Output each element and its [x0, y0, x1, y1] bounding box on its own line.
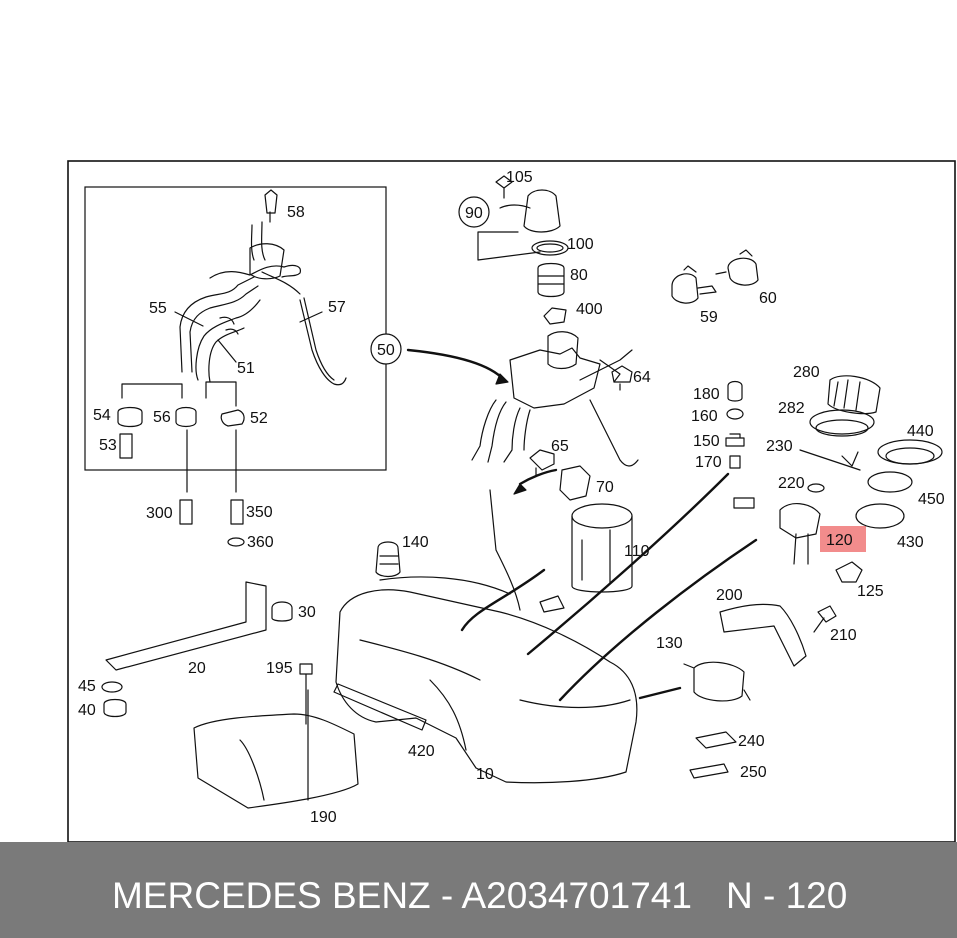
- label-420: 420: [408, 743, 435, 760]
- label-300: 300: [146, 505, 173, 522]
- label-440: 440: [907, 423, 934, 440]
- label-50: 50: [377, 342, 395, 359]
- label-250: 250: [740, 764, 767, 781]
- inset-box: [84, 186, 387, 471]
- label-170: 170: [695, 454, 722, 471]
- hose-clamps-59-60: [671, 249, 759, 304]
- washers-nuts: [725, 380, 745, 469]
- label-140: 140: [402, 534, 429, 551]
- footer-part-code: N - 120: [726, 875, 848, 916]
- label-200: 200: [716, 587, 743, 604]
- label-130: 130: [656, 635, 683, 652]
- label-195: 195: [266, 660, 293, 677]
- filler-neck-inset-drawing: [179, 189, 347, 386]
- callout-circle-90: [458, 196, 490, 228]
- label-51: 51: [237, 360, 255, 377]
- footer-bar: [0, 842, 957, 938]
- label-59: 59: [700, 309, 718, 326]
- label-240: 240: [738, 733, 765, 750]
- diagram-frame: [67, 160, 956, 842]
- label-360: 360: [247, 534, 274, 551]
- label-45: 45: [78, 678, 96, 695]
- label-125: 125: [857, 583, 884, 600]
- label-55: 55: [149, 300, 167, 317]
- label-80: 80: [570, 267, 588, 284]
- filler-neck-drawing: [471, 331, 639, 467]
- label-160: 160: [691, 408, 718, 425]
- fuel-level-sender-parts: [733, 375, 943, 583]
- label-56: 56: [153, 409, 171, 426]
- label-53: 53: [99, 437, 117, 454]
- label-430: 430: [897, 534, 924, 551]
- label-110: 110: [624, 543, 650, 560]
- label-350: 350: [246, 504, 273, 521]
- label-58: 58: [287, 204, 305, 221]
- fuel-tank-10: [335, 489, 638, 784]
- label-100: 100: [567, 236, 594, 253]
- label-30: 30: [298, 604, 316, 621]
- label-10: 10: [476, 766, 494, 783]
- label-90: 90: [465, 205, 483, 222]
- label-190: 190: [310, 809, 337, 826]
- label-105: 105: [506, 169, 533, 186]
- label-120: 120: [826, 532, 853, 549]
- label-20: 20: [188, 660, 206, 677]
- footer-part-title: MERCEDES BENZ - A2034701741: [112, 875, 692, 916]
- callout-circle-50: [370, 333, 402, 365]
- highlight-120: [820, 526, 866, 552]
- label-282: 282: [778, 400, 805, 417]
- label-64: 64: [633, 369, 651, 386]
- label-220: 220: [778, 475, 805, 492]
- label-230: 230: [766, 438, 793, 455]
- label-40: 40: [78, 702, 96, 719]
- label-150: 150: [693, 433, 720, 450]
- filler-cap-parts: [477, 175, 569, 325]
- label-60: 60: [759, 290, 777, 307]
- label-70: 70: [596, 479, 614, 496]
- label-400: 400: [576, 301, 603, 318]
- fuel-pump-110: [539, 503, 633, 613]
- parts-diagram: 105 90 100 80 400 58 55 57 51 50 54 56 5…: [67, 160, 956, 842]
- label-180: 180: [693, 386, 720, 403]
- label-450: 450: [918, 491, 945, 508]
- inset-small-parts: [117, 406, 245, 547]
- label-57: 57: [328, 299, 346, 316]
- label-65: 65: [551, 438, 569, 455]
- label-280: 280: [793, 364, 820, 381]
- label-210: 210: [830, 627, 857, 644]
- label-54: 54: [93, 407, 111, 424]
- label-52: 52: [250, 410, 268, 427]
